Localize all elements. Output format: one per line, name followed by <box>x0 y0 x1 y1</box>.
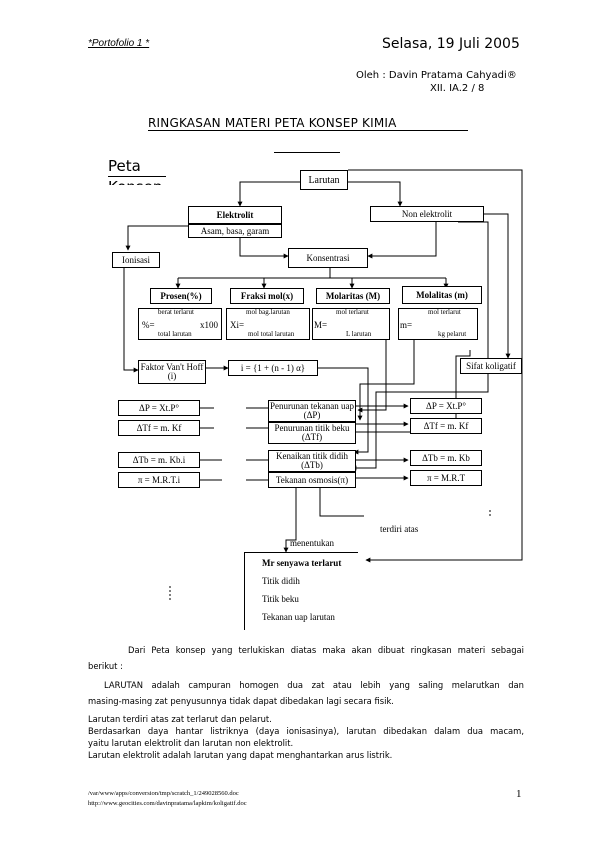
molaritas-node: Molaritas (M) <box>316 288 390 304</box>
molalitas-formula-bottom: kg pelarut <box>438 330 467 338</box>
fraksi-formula-top: mol bag.larutan <box>246 308 290 316</box>
right-formula-3: ΔTb = m. Kb <box>410 450 482 466</box>
right-formula-1: ΔP = Xt.P° <box>410 398 482 414</box>
left-formula-3: ΔTb = m. Kb.i <box>118 452 200 468</box>
class-label: XII. IA.2 / 8 <box>430 83 485 94</box>
molalitas-node: Molalitas (m) <box>402 286 482 304</box>
sifat-koligatif-node: Sifat koligatif <box>460 358 522 374</box>
paragraph-terdiri: Larutan terdiri atas zat terlarut dan pe… <box>88 714 272 724</box>
vant-hoff-node: Faktor Van't Hoff (i) <box>138 360 206 384</box>
non-elektrolit-node: Non elektrolit <box>370 206 484 222</box>
center-penurunan-titik-beku: Penurunan titik beku (ΔTf) <box>268 422 356 444</box>
menentukan-label: menentukan <box>290 538 334 548</box>
author: Oleh : Davin Pratama Cahyadi® <box>356 70 517 81</box>
prosen-formula-top: berat terlarut <box>158 308 194 316</box>
molalitas-formula-left: m= <box>400 320 413 330</box>
konsentrasi-node: Konsentrasi <box>288 248 368 268</box>
fraksi-mol-node: Fraksi mol(x) <box>230 288 304 304</box>
paragraph-berdasarkan: Berdasarkan daya hantar listriknya (daya… <box>88 726 524 736</box>
list-item: Tekanan uap larutan <box>262 612 335 622</box>
right-formula-4: π = M.R.T <box>410 470 482 486</box>
portfolio-label: *Portofolio 1 * <box>88 38 150 49</box>
divider <box>274 152 340 153</box>
center-kenaikan-titik-didih: Kenaikan titik didih (ΔTb) <box>268 450 356 472</box>
elektrolit-node: Elektrolit <box>188 206 282 224</box>
paragraph-intro-cont: berikut : <box>88 661 123 671</box>
fraksi-formula-bottom: mol total larutan <box>248 330 295 338</box>
right-formula-2: ΔTf = m. Kf <box>410 418 482 434</box>
prosen-formula-left: %= <box>142 320 155 330</box>
left-formula-4: π = M.R.T.i <box>118 472 200 488</box>
fraksi-formula <box>226 308 310 340</box>
page-title: RINGKASAN MATERI PETA KONSEP KIMIA <box>148 116 397 130</box>
page-number: 1 <box>516 788 522 800</box>
molaritas-formula <box>312 308 390 340</box>
fraksi-formula-left: Xi= <box>230 320 245 330</box>
title-underline <box>148 130 468 131</box>
molaritas-formula-bottom: L larutan <box>346 330 372 338</box>
asam-basa-garam-node: Asam, basa, garam <box>188 224 282 238</box>
prosen-formula-right: x100 <box>200 320 218 330</box>
center-tekanan-osmosis: Tekanan osmosis(π) <box>268 472 356 488</box>
heading-underline <box>108 176 166 177</box>
footer-url: http://www.geocities.com/davinpratama/la… <box>88 800 247 807</box>
concept-map-heading: Peta <box>108 157 141 175</box>
molalitas-formula-top: mol terlarut <box>428 308 461 316</box>
paragraph-elektrolit: Larutan elektrolit adalah larutan yang d… <box>88 750 393 760</box>
larutan-node: Larutan <box>300 170 348 190</box>
concept-map-heading-cut: Konsep <box>108 178 162 185</box>
prosen-formula-bottom: total larutan <box>158 330 192 338</box>
list-item: Titik beku <box>262 594 299 604</box>
menentukan-list <box>244 552 358 630</box>
paragraph-larutan-cont: masing-masing zat penyusunnya tidak dapa… <box>88 696 394 706</box>
list-item: Titik didih <box>262 576 300 586</box>
list-item: Mr senyawa terlarut <box>262 558 342 568</box>
terdiri-atas-label: terdiri atas <box>380 524 419 534</box>
footer-path: /var/www/apps/conversion/tmp/scratch_1/2… <box>88 790 239 797</box>
prosen-node: Prosen(%) <box>150 288 212 304</box>
center-penurunan-tekanan: Penurunan tekanan uap (ΔP) <box>268 400 356 422</box>
paragraph-larutan: LARUTAN adalah campuran homogen dua zat … <box>104 680 524 690</box>
molaritas-formula-top: mol terlarut <box>336 308 369 316</box>
ionisasi-node: Ionisasi <box>112 252 160 268</box>
paragraph-berdasarkan-cont: yaitu larutan elektrolit dan larutan non… <box>88 738 294 748</box>
molalitas-formula <box>398 308 478 340</box>
date: Selasa, 19 Juli 2005 <box>382 36 520 52</box>
left-formula-1: ΔP = Xt.P° <box>118 400 200 416</box>
paragraph-intro: Dari Peta konsep yang terlukiskan diatas… <box>128 645 524 655</box>
left-formula-2: ΔTf = m. Kf <box>118 420 200 436</box>
molaritas-formula-left: M= <box>314 320 328 330</box>
i-formula-node: i = {1 + (n - 1) α} <box>228 360 318 376</box>
prosen-formula <box>138 308 222 340</box>
